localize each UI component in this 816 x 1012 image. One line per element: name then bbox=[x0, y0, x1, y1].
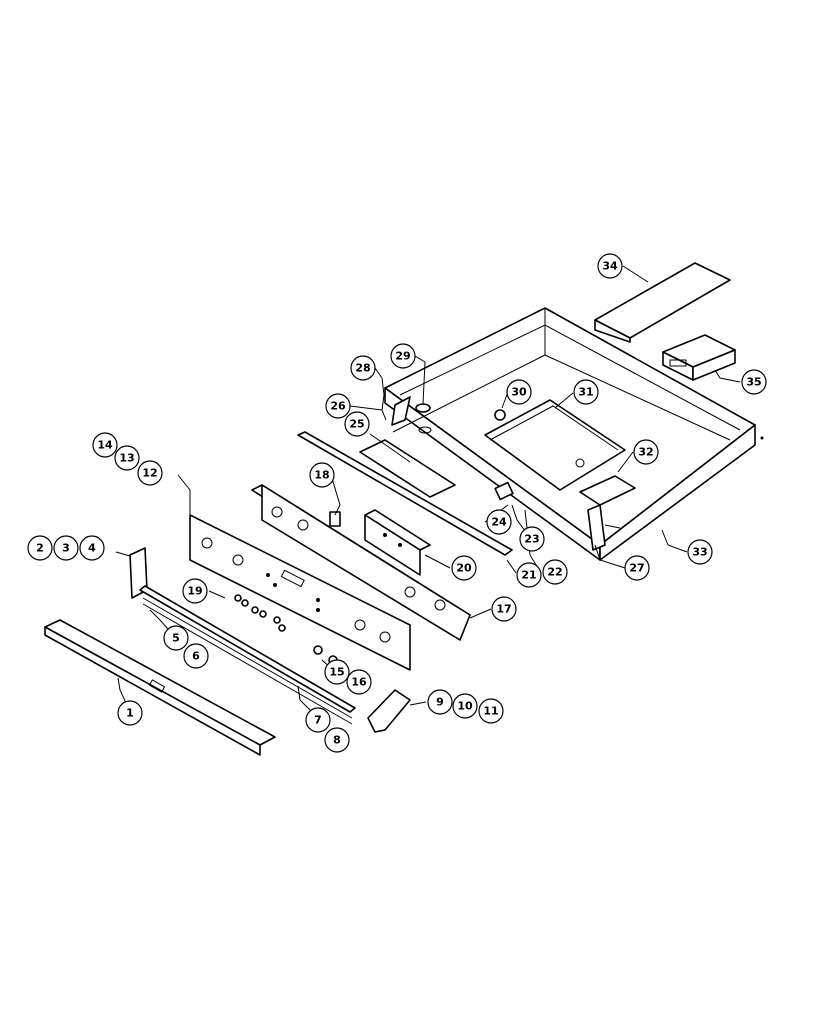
callout-35: 35 bbox=[741, 369, 767, 395]
svg-text:23: 23 bbox=[524, 533, 539, 546]
callout-20: 20 bbox=[451, 555, 477, 581]
svg-text:33: 33 bbox=[692, 546, 707, 559]
callout-11: 11 bbox=[478, 698, 504, 724]
rail-plate bbox=[359, 439, 456, 498]
svg-text:14: 14 bbox=[97, 439, 113, 452]
svg-text:27: 27 bbox=[629, 562, 644, 575]
end-cap bbox=[367, 689, 411, 733]
button bbox=[313, 645, 323, 655]
svg-text:16: 16 bbox=[351, 676, 367, 689]
callout-28: 28 bbox=[350, 355, 376, 381]
svg-text:11: 11 bbox=[483, 705, 498, 718]
callout-21: 21 bbox=[516, 562, 542, 588]
inner-plate bbox=[484, 399, 626, 491]
callout-10: 10 bbox=[452, 693, 478, 719]
callout-7: 7 bbox=[305, 707, 331, 733]
callout-19: 19 bbox=[182, 578, 208, 604]
callout-29: 29 bbox=[390, 343, 416, 369]
callout-33: 33 bbox=[687, 539, 713, 565]
callout-26: 26 bbox=[325, 393, 351, 419]
svg-text:20: 20 bbox=[456, 562, 472, 575]
svg-text:22: 22 bbox=[547, 566, 562, 579]
svg-text:24: 24 bbox=[491, 516, 507, 529]
callout-9: 9 bbox=[427, 689, 453, 715]
callout-25: 25 bbox=[344, 411, 370, 437]
svg-text:35: 35 bbox=[746, 376, 761, 389]
corner-bracket bbox=[587, 504, 621, 551]
svg-text:28: 28 bbox=[355, 362, 370, 375]
svg-text:21: 21 bbox=[521, 569, 536, 582]
callout-22: 22 bbox=[542, 559, 568, 585]
callout-17: 17 bbox=[491, 596, 517, 622]
callout-12: 12 bbox=[137, 460, 163, 486]
hinge-hook bbox=[381, 377, 411, 426]
svg-text:7: 7 bbox=[314, 714, 322, 727]
callout-1: 1 bbox=[117, 700, 143, 726]
nut bbox=[494, 409, 506, 421]
callout-14: 14 bbox=[92, 432, 118, 458]
callout-5: 5 bbox=[163, 625, 189, 651]
svg-text:9: 9 bbox=[436, 696, 444, 709]
callout-3: 3 bbox=[53, 535, 79, 561]
bottom-trim bbox=[44, 619, 276, 756]
svg-text:6: 6 bbox=[192, 650, 200, 663]
svg-text:2: 2 bbox=[36, 542, 44, 555]
display-board bbox=[364, 509, 431, 576]
svg-text:26: 26 bbox=[330, 400, 346, 413]
svg-text:8: 8 bbox=[333, 734, 341, 747]
callout-24: 24 bbox=[486, 509, 512, 535]
module-box bbox=[662, 334, 736, 381]
callout-16: 16 bbox=[346, 669, 372, 695]
top-cover bbox=[594, 262, 731, 343]
svg-text:1: 1 bbox=[126, 707, 134, 720]
callout-6: 6 bbox=[183, 643, 209, 669]
callout-32: 32 bbox=[633, 439, 659, 465]
svg-text:3: 3 bbox=[62, 542, 70, 555]
callout-31: 31 bbox=[573, 379, 599, 405]
svg-text:17: 17 bbox=[496, 603, 511, 616]
grommet bbox=[415, 403, 431, 413]
callout-4: 4 bbox=[79, 535, 105, 561]
svg-text:12: 12 bbox=[142, 467, 157, 480]
callout-34: 34 bbox=[597, 253, 623, 279]
svg-text:31: 31 bbox=[578, 386, 593, 399]
svg-text:29: 29 bbox=[395, 350, 410, 363]
svg-text:32: 32 bbox=[638, 446, 653, 459]
trim-strip bbox=[139, 585, 356, 725]
svg-text:10: 10 bbox=[457, 700, 473, 713]
callout-2: 2 bbox=[27, 535, 53, 561]
svg-text:25: 25 bbox=[349, 418, 364, 431]
svg-text:15: 15 bbox=[329, 666, 344, 679]
svg-text:13: 13 bbox=[119, 452, 134, 465]
callout-23: 23 bbox=[519, 526, 545, 552]
callout-13: 13 bbox=[114, 445, 140, 471]
front-panel bbox=[189, 514, 411, 671]
shelf bbox=[579, 475, 636, 506]
callout-8: 8 bbox=[324, 727, 350, 753]
callout-30: 30 bbox=[506, 379, 532, 405]
callout-15: 15 bbox=[324, 659, 350, 685]
callout-18: 18 bbox=[309, 462, 335, 488]
svg-text:30: 30 bbox=[511, 386, 527, 399]
callout-27: 27 bbox=[624, 555, 650, 581]
svg-text:34: 34 bbox=[602, 260, 618, 273]
switch bbox=[494, 481, 514, 501]
svg-text:18: 18 bbox=[314, 469, 329, 482]
long-rail bbox=[297, 431, 513, 556]
svg-text:19: 19 bbox=[187, 585, 202, 598]
small-bracket bbox=[329, 511, 341, 527]
svg-text:4: 4 bbox=[88, 542, 96, 555]
backing-panel bbox=[251, 484, 471, 641]
svg-text:5: 5 bbox=[172, 632, 180, 645]
knobs bbox=[234, 594, 286, 632]
